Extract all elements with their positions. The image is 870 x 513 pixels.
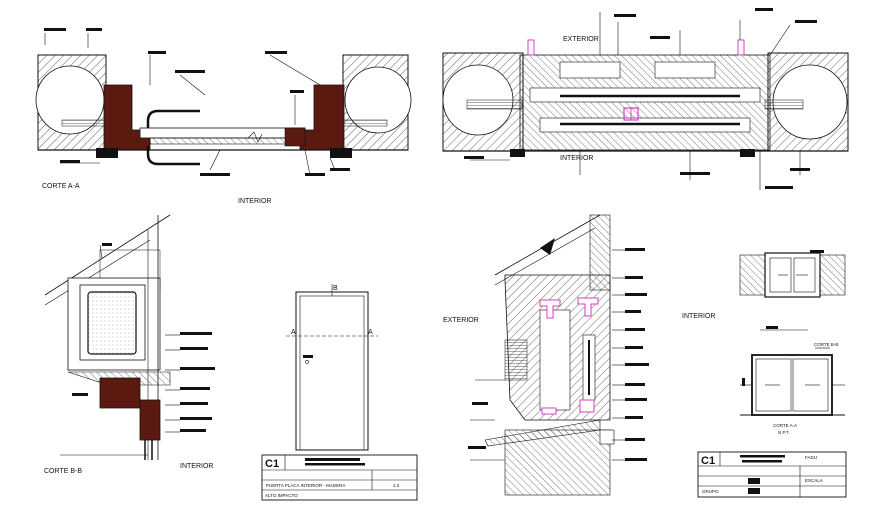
section-window-right: EXTERIOR INTERIOR [442, 8, 849, 190]
title-right-group: GRUPO [702, 489, 719, 494]
label-corte-aa: CORTE A-A [42, 183, 80, 190]
title-left-code: C1 [265, 458, 279, 470]
title-right-tag: FADU [805, 455, 817, 460]
label-interior-bottom-left: INTERIOR [180, 463, 213, 470]
window-elevation-small: CORTE B-B CORTE A-A N.P.T. [740, 326, 845, 435]
door-elevation: A A B [286, 284, 378, 451]
title-block-right: C1 FADU ESCALA GRUPO [697, 451, 847, 498]
label-npt: N.P.T. [778, 430, 790, 435]
label-corte-aa-small: CORTE A-A [773, 423, 797, 428]
door-mark-a-right: A [368, 329, 373, 336]
label-exterior-bottom: EXTERIOR [443, 317, 479, 324]
label-corte-bb: CORTE B-B [44, 468, 82, 475]
title-block-left: C1 PUERTA PLACA INTERIOR - MADERA 1:2 AL… [261, 454, 418, 501]
section-bb-left: CORTE B-B INTERIOR [44, 214, 215, 475]
title-left-description: PUERTA PLACA INTERIOR - MADERA [266, 483, 345, 488]
label-interior-top-left: INTERIOR [238, 198, 271, 205]
title-left-scale: 1:2 [393, 483, 400, 488]
section-window-bottom: EXTERIOR [443, 214, 649, 496]
label-interior-bottom-right: INTERIOR [682, 313, 715, 320]
title-left-note: ALTO IMPACTO [265, 493, 298, 498]
window-plan-small: INTERIOR [682, 250, 846, 320]
door-mark-a-left: A [291, 329, 296, 336]
label-corte-bb-small: CORTE B-B [814, 342, 838, 347]
section-aa-left: CORTE A-A INTERIOR [35, 28, 412, 205]
label-interior-top-right: INTERIOR [560, 155, 593, 162]
title-right-tag2: ESCALA [805, 478, 823, 483]
door-mark-b: B [333, 285, 338, 292]
label-exterior-top: EXTERIOR [563, 36, 599, 43]
title-right-code: C1 [701, 455, 715, 467]
